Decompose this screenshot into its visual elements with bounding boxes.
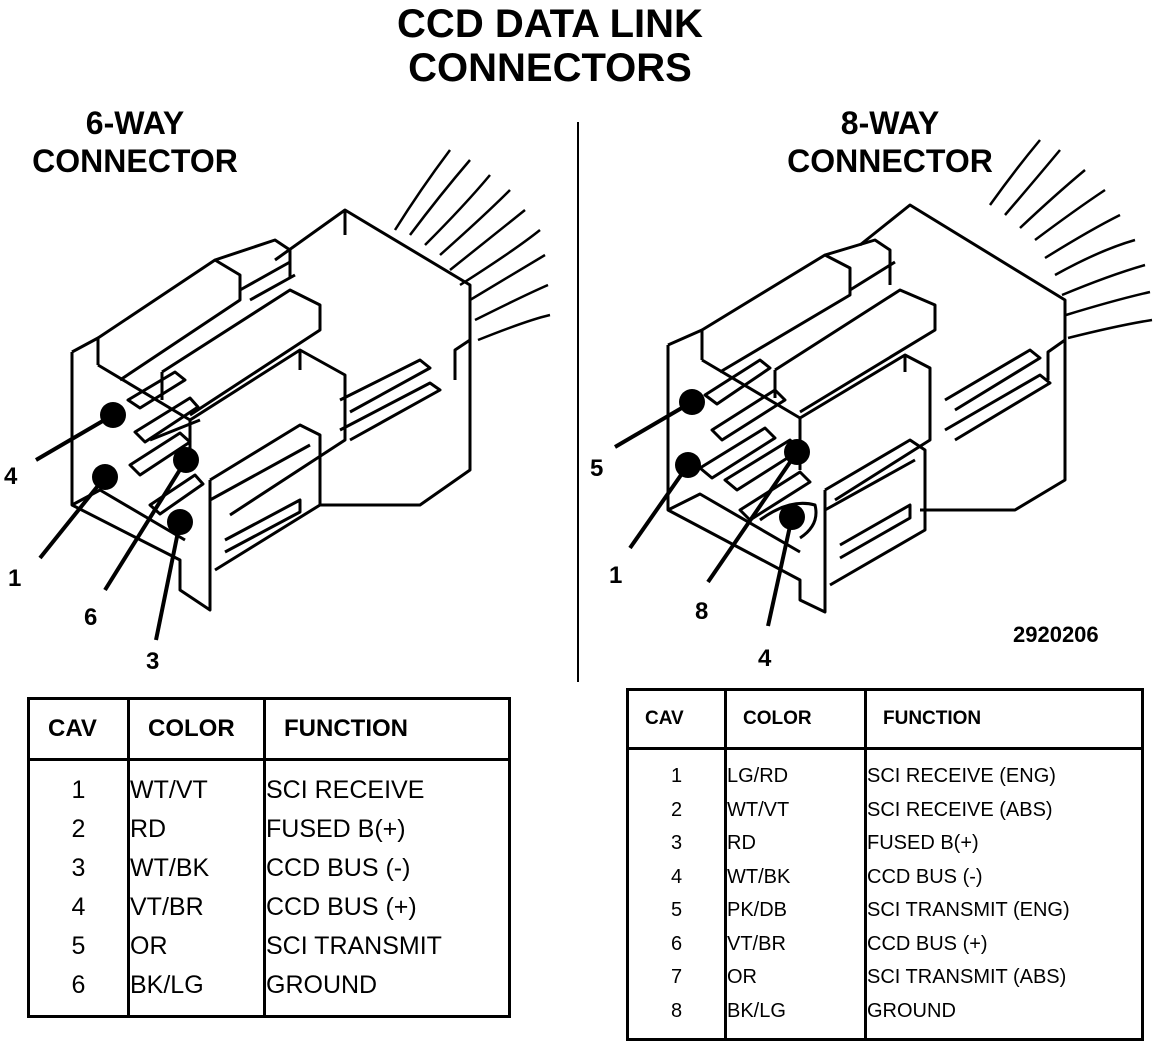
eight-way-callout-4: 4: [758, 645, 772, 672]
color-cell: RD: [128, 810, 266, 849]
header-cav: CAV: [627, 689, 727, 750]
eight-way-label-line-1: 8-WAY: [840, 105, 940, 141]
function-cell: GROUND: [867, 999, 956, 1022]
color-cell: WT/VT: [725, 793, 867, 827]
six-way-connector-label: 6-WAY CONNECTOR: [10, 104, 260, 180]
cav-cell: 1: [28, 771, 130, 810]
function-cell: SCI RECEIVE: [266, 776, 425, 804]
title-line-2: CONNECTORS: [408, 46, 692, 90]
cav-cell: 5: [28, 927, 130, 966]
cav-cell: 4: [28, 888, 130, 927]
color-cell: WT/VT: [128, 771, 266, 810]
cav-cell: 7: [627, 961, 727, 995]
function-cell: SCI RECEIVE (ENG): [867, 765, 1056, 788]
cav-cell: 4: [627, 860, 727, 894]
function-cell: GROUND: [266, 971, 378, 999]
cav-cell: 8: [627, 994, 727, 1028]
connector-drawings: [34, 139, 1153, 641]
color-cell: WT/BK: [725, 860, 867, 894]
color-cell: LG/RD: [725, 760, 867, 794]
six-way-connector-illustration: [70, 149, 551, 612]
eight-way-connector-label: 8-WAY CONNECTOR: [760, 104, 1020, 180]
header-color: COLOR: [725, 689, 867, 750]
eight-way-connector-illustration: [666, 139, 1153, 614]
function-cell: SCI TRANSMIT (ABS): [867, 966, 1067, 989]
function-cell: FUSED B(+): [867, 832, 979, 855]
function-cell: SCI RECEIVE (ABS): [867, 798, 1053, 821]
six-way-label-line-1: 6-WAY: [85, 105, 185, 141]
eight-way-wire-bundle: [988, 139, 1153, 340]
cav-cell: 2: [627, 793, 727, 827]
six-way-label-line-2: CONNECTOR: [32, 143, 238, 179]
color-cell: WT/BK: [128, 849, 266, 888]
eight-way-callout-1: 1: [609, 562, 623, 589]
section-divider: [577, 122, 579, 682]
cav-cell: 3: [627, 827, 727, 861]
title-line-1: CCD DATA LINK: [397, 2, 703, 46]
cav-cell: 3: [28, 849, 130, 888]
function-cell: SCI TRANSMIT (ENG): [867, 899, 1070, 922]
six-way-callout-1: 1: [8, 565, 22, 592]
cav-cell: 2: [28, 810, 130, 849]
cav-cell: 6: [627, 927, 727, 961]
color-cell: BK/LG: [128, 966, 266, 1005]
color-cell: BK/LG: [725, 994, 867, 1028]
cav-cell: 6: [28, 966, 130, 1005]
table-header-row: CAV COLOR FUNCTION: [627, 689, 1143, 750]
eight-way-label-line-2: CONNECTOR: [787, 143, 993, 179]
table-header-row: CAV COLOR FUNCTION: [28, 698, 510, 761]
color-cell: RD: [725, 827, 867, 861]
cav-cell: 5: [627, 894, 727, 928]
color-cell: VT/BR: [128, 888, 266, 927]
eight-way-callout-5: 5: [590, 455, 604, 482]
function-cell: CCD BUS (-): [266, 854, 411, 882]
figure-code: 2920206: [1013, 622, 1099, 647]
color-cell: OR: [725, 961, 867, 995]
six-way-callout-4: 4: [4, 463, 18, 490]
six-way-callout-3: 3: [146, 648, 160, 675]
header-function: FUNCTION: [264, 698, 510, 761]
function-cell: SCI TRANSMIT: [266, 932, 442, 960]
function-cell: CCD BUS (+): [266, 893, 417, 921]
cav-cell: 1: [627, 760, 727, 794]
eight-way-callout-8: 8: [695, 598, 709, 625]
header-function: FUNCTION: [865, 689, 1143, 750]
color-cell: PK/DB: [725, 894, 867, 928]
eight-way-leader-lines: [613, 400, 799, 627]
six-way-leader-lines: [34, 413, 188, 641]
six-way-wire-bundle: [393, 149, 551, 342]
header-color: COLOR: [128, 698, 266, 761]
function-cell: FUSED B(+): [266, 815, 406, 843]
six-way-callout-6: 6: [84, 604, 98, 631]
function-cell: CCD BUS (-): [867, 865, 983, 888]
diagram-title: CCD DATA LINK CONNECTORS: [0, 2, 1100, 90]
function-cell: CCD BUS (+): [867, 932, 988, 955]
color-cell: OR: [128, 927, 266, 966]
color-cell: VT/BR: [725, 927, 867, 961]
header-cav: CAV: [28, 698, 130, 761]
